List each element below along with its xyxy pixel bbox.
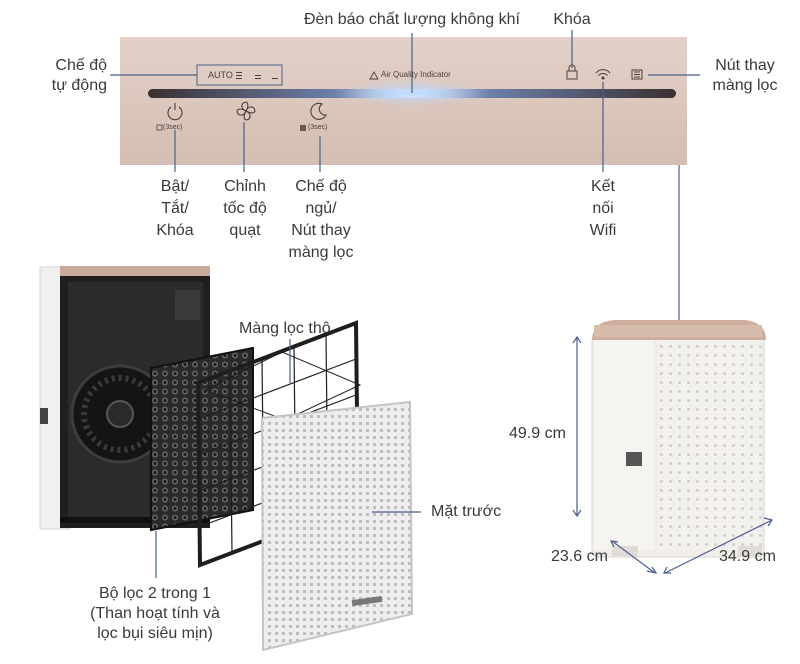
air-quality-callout: Đèn báo chất lượng không khí [303,11,520,28]
wifi-icon [595,69,611,80]
front-cover-callout: Mặt trước [431,503,502,520]
prefilter-callout: Màng lọc thô [239,320,331,337]
fan-icon [236,101,256,121]
lock-callout: Khóa [553,11,591,28]
filter-line-2: (Than hoạt tính và [90,605,220,622]
two-in-one-filter-callout: Bộ lọc 2 trong 1 (Than hoạt tính và lọc … [70,584,240,644]
carbon-filter [150,346,254,532]
filter-button-line-1: Nút thay [715,57,775,74]
speed-marks [236,72,278,79]
depth-dimension: 23.6 cm [551,548,608,565]
power-line-2: Tắt/ [161,200,189,217]
dimension-lines [572,335,773,574]
height-dimension: 49.9 cm [509,425,566,442]
fan-speed-line-1: Chỉnh [224,178,266,195]
sleep-line-1: Chế độ [295,178,347,195]
fan-speed-line-3: quạt [229,222,261,239]
callout-lines [110,30,700,340]
wifi-line-1: Kết [590,178,615,195]
power-callout: Bật/ Tắt/ Khóa [140,176,210,242]
wifi-callout: Kết nối Wifi [573,176,633,242]
sleep-icon [310,102,327,120]
wifi-line-3: Wifi [589,222,617,239]
auto-mode-line-1: Chế độ [55,57,107,74]
power-line-3: Khóa [156,222,194,239]
filter-line-1: Bộ lọc 2 trong 1 [98,585,212,602]
purifier-unit [591,320,766,558]
sleep-mode-callout: Chế độ ngủ/ Nút thay màng lọc [276,176,366,264]
filter-icon [631,69,643,80]
width-dimension: 34.9 cm [719,548,776,565]
filter-line-3: lọc bụi siêu mịn) [97,625,213,642]
fan-speed-line-2: tốc độ [223,200,267,217]
sleep-line-4: màng lọc [288,244,354,261]
sleep-hint: (3sec) [308,124,328,131]
sleep-line-2: ngủ/ [305,200,337,217]
aqi-label: Air Quality Indicator [381,70,451,79]
auto-mode-line-2: tự động [51,77,107,94]
sleep-line-3: Nút thay [291,222,351,239]
filter-button-callout: Nút thay màng lọc [700,56,790,96]
auto-mode-callout: Chế độ tự động [20,56,107,96]
front-cover [260,400,414,652]
aqi-icon [369,71,379,80]
power-line-1: Bật/ [160,178,190,195]
wifi-line-2: nối [592,200,614,217]
power-icon [167,103,183,121]
filter-button-line-2: màng lọc [712,77,778,94]
fan-speed-callout: Chỉnh tốc độ quạt [207,176,283,242]
power-hint: (3sec) [163,124,183,131]
auto-label: AUTO [208,70,233,80]
